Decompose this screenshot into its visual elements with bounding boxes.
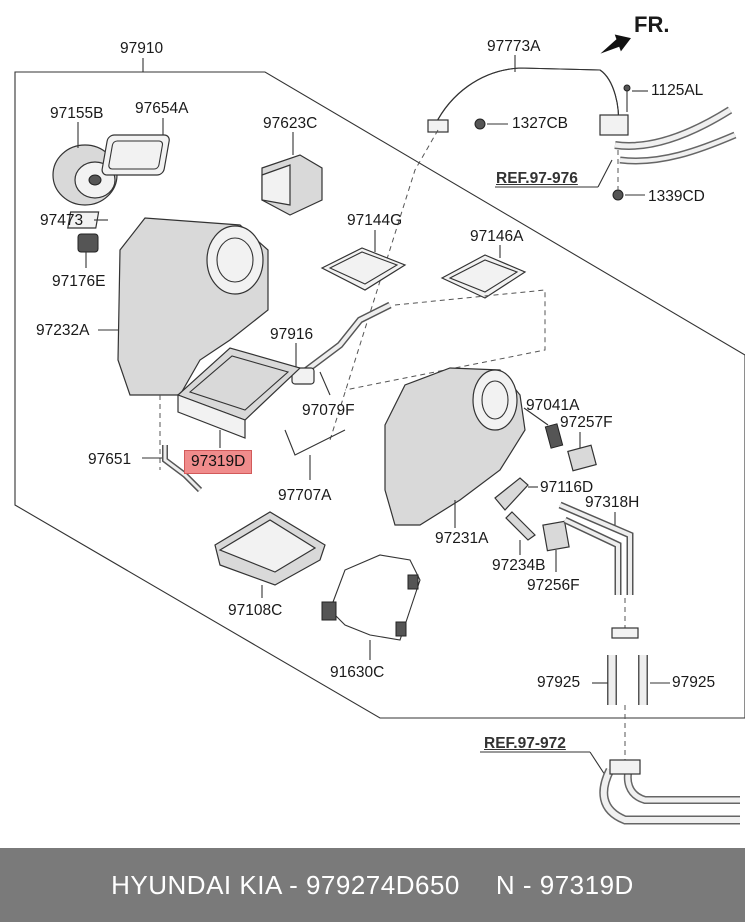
label-97079f: 97079F <box>302 402 355 419</box>
label-97654a: 97654A <box>135 100 189 117</box>
label-97144g: 97144G <box>347 212 403 229</box>
assembly-outline <box>14 71 745 719</box>
part-number-footer: HYUNDAI KIA - 979274D650 N - 97319D <box>0 848 745 922</box>
label-1125al: 1125AL <box>651 82 704 99</box>
label-97232a: 97232A <box>36 322 90 339</box>
exploded-parts-diagram <box>14 34 745 825</box>
label-97707a: 97707A <box>278 487 332 504</box>
filter-97144g-shape <box>320 247 407 291</box>
reference-97-972: REF.97-972 <box>484 735 566 752</box>
front-orientation-label: FR. <box>634 12 670 37</box>
label-97176e: 97176E <box>52 273 106 290</box>
label-97231a: 97231A <box>435 530 489 547</box>
label-97116d: 97116D <box>540 479 594 496</box>
label-97146a: 97146A <box>470 228 524 245</box>
label-97319d-highlighted: 97319D <box>184 450 253 474</box>
label-97651: 97651 <box>88 451 132 468</box>
label-97257f: 97257F <box>560 414 613 431</box>
front-arrow-icon <box>600 34 631 54</box>
label-97623c: 97623C <box>263 115 318 132</box>
label-97910: 97910 <box>120 40 164 57</box>
label-97318h: 97318H <box>585 494 640 511</box>
label-97925-left: 97925 <box>537 674 581 691</box>
footer-brand-partnumber: HYUNDAI KIA - 979274D650 <box>111 869 460 900</box>
label-97041a: 97041A <box>526 397 580 414</box>
label-97773a: 97773A <box>487 38 541 55</box>
wiring-harness-shape <box>329 554 421 641</box>
label-97155b: 97155B <box>50 105 104 122</box>
reference-97-976: REF.97-976 <box>496 170 578 187</box>
label-97256f: 97256F <box>527 577 580 594</box>
label-91630c: 91630C <box>330 664 385 681</box>
label-1327cb: 1327CB <box>512 115 569 132</box>
label-97234b: 97234B <box>492 557 546 574</box>
label-97916: 97916 <box>270 326 314 343</box>
label-97925-right: 97925 <box>672 674 716 691</box>
label-1339cd: 1339CD <box>648 188 705 205</box>
footer-reference-number: N - 97319D <box>495 869 634 900</box>
label-97473: 97473 <box>40 212 84 229</box>
label-97108c: 97108C <box>228 602 283 619</box>
